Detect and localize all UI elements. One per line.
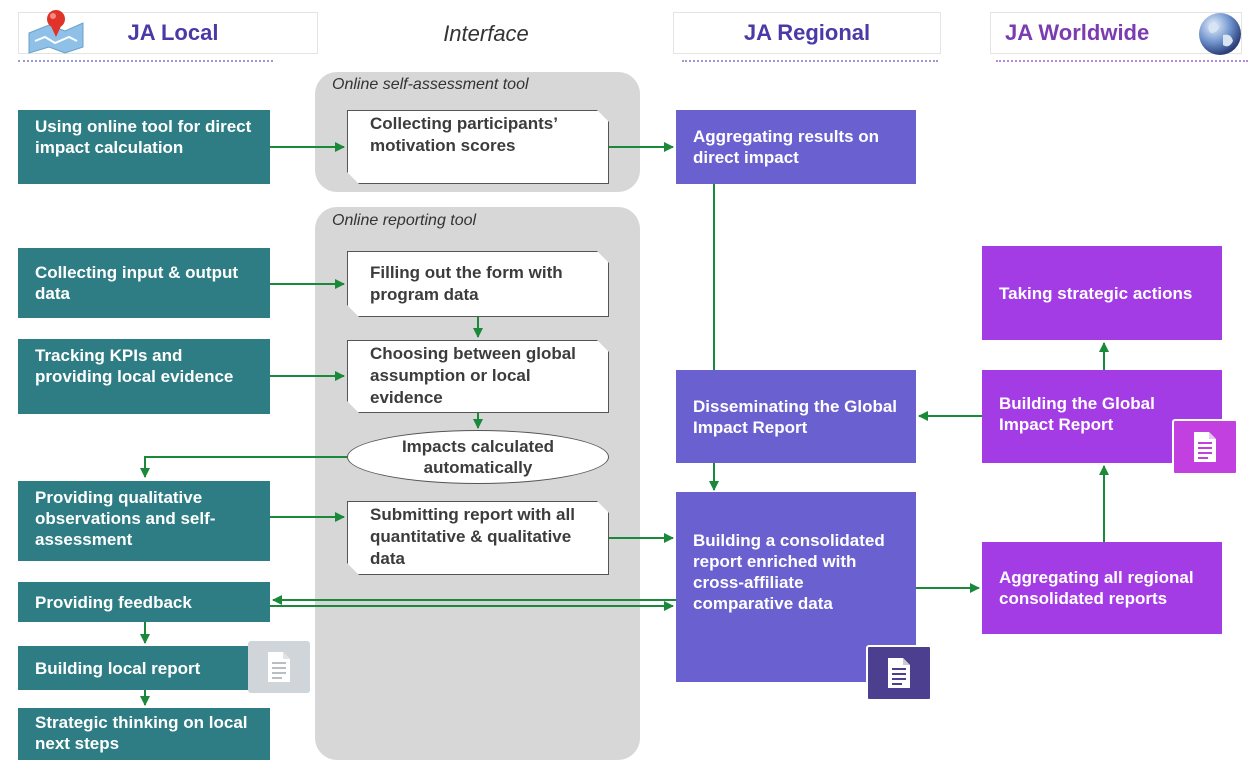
header-ja-worldwide: JA Worldwide: [990, 12, 1242, 55]
header-divider: [682, 60, 938, 62]
local-strategic-thinking-step: Strategic thinking on local next steps: [18, 708, 270, 760]
local-collecting-io-step: Collecting input & output data: [18, 248, 270, 318]
document-icon: [866, 645, 932, 701]
panel-title: Online self-assessment tool: [332, 76, 529, 93]
document-icon: [248, 641, 310, 693]
interface-motivation-step: Collecting participants’ motivation scor…: [347, 110, 609, 184]
header-divider: [18, 60, 273, 62]
map-pin-icon: [25, 7, 87, 61]
document-icon: [1172, 419, 1238, 475]
header-label: JA Local: [127, 20, 219, 45]
interface-impacts-step: Impacts calculated automatically: [347, 430, 609, 484]
regional-disseminating-step: Disseminating the Global Impact Report: [676, 370, 916, 463]
arrow: [140, 456, 347, 478]
worldwide-aggregating-all-step: Aggregating all regional consolidated re…: [982, 542, 1222, 634]
local-online-tool-step: Using online tool for direct impact calc…: [18, 110, 270, 184]
local-report-step: Building local report: [18, 646, 248, 690]
header-label: JA Regional: [743, 20, 871, 45]
globe-icon: [1197, 11, 1243, 63]
header-interface: Interface: [443, 21, 529, 46]
panel-title: Online reporting tool: [332, 212, 477, 229]
interface-filling-form-step: Filling out the form with program data: [347, 251, 609, 317]
local-qualitative-step: Providing qualitative observations and s…: [18, 481, 270, 561]
header-label: JA Worldwide: [1005, 20, 1150, 45]
local-feedback-step: Providing feedback: [18, 582, 270, 622]
header-ja-regional: JA Regional: [673, 12, 941, 54]
header-divider: [996, 60, 1248, 62]
local-tracking-kpis-step: Tracking KPIs and providing local eviden…: [18, 339, 270, 414]
worldwide-strategic-actions-step: Taking strategic actions: [982, 246, 1222, 340]
regional-aggregating-step: Aggregating results on direct impact: [676, 110, 916, 184]
interface-choosing-step: Choosing between global assumption or lo…: [347, 340, 609, 413]
interface-submitting-step: Submitting report with all quantitative …: [347, 501, 609, 575]
header-ja-local: JA Local: [18, 10, 318, 54]
